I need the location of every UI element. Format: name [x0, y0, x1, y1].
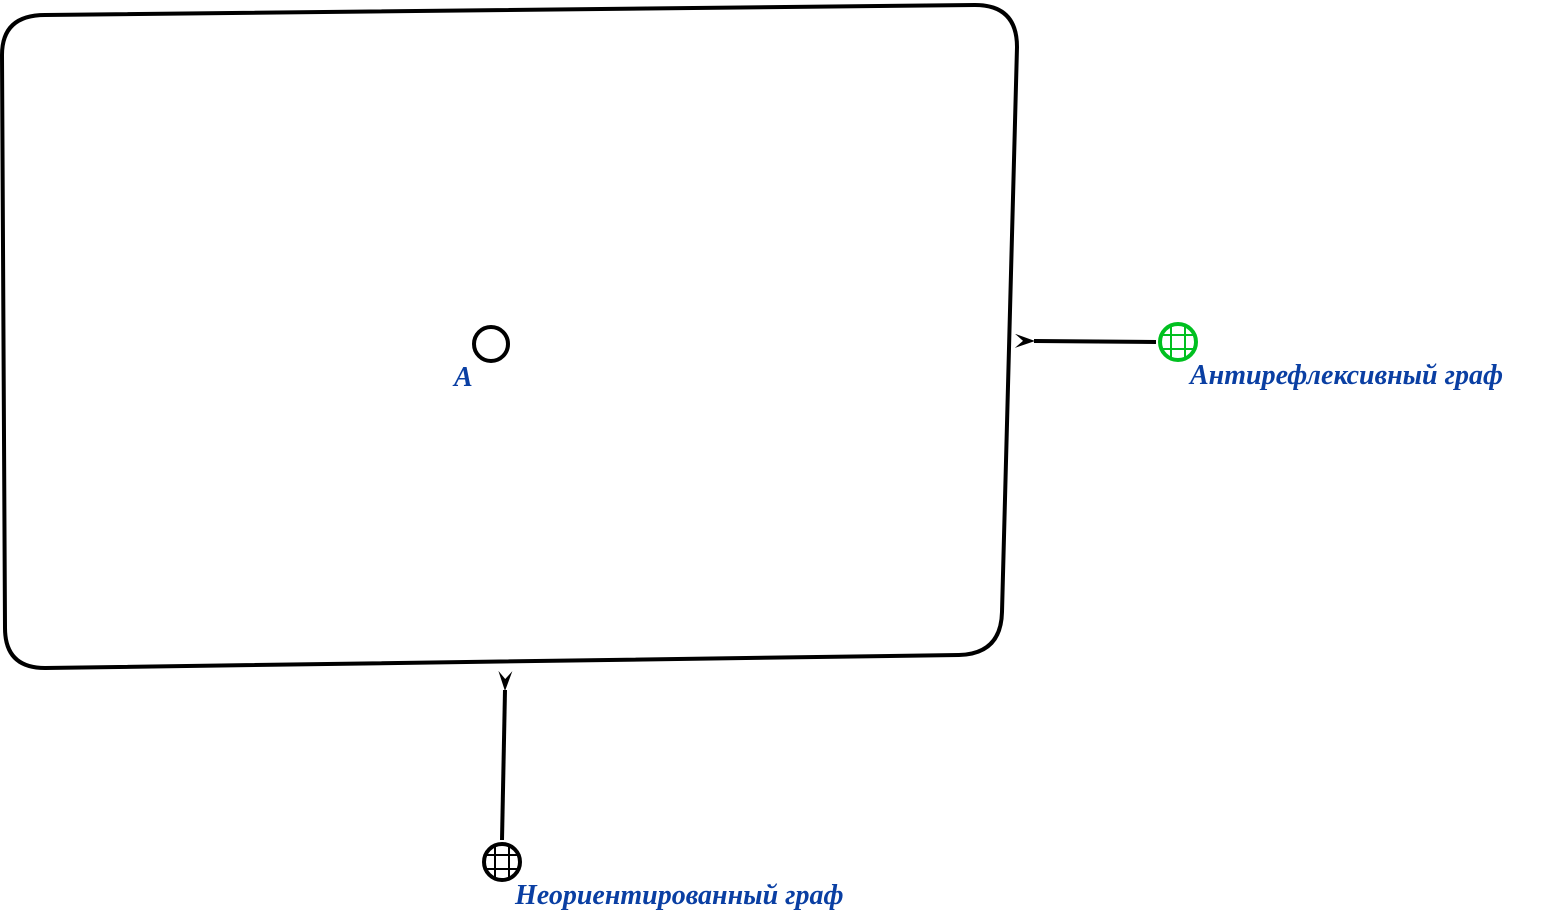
arrow-antireflexive-to-frame [1014, 333, 1157, 348]
node-undirected-label: Неориентированный граф [514, 880, 844, 911]
graph-frame [0, 2, 1020, 671]
grid-circle-icon [1158, 322, 1198, 362]
grid-circle-icon [482, 842, 522, 882]
node-antireflexive-label: Антирефлексивный граф [1188, 360, 1503, 391]
arrow-undirected-to-frame [498, 670, 513, 841]
hollow-circle-icon [472, 325, 510, 363]
node-antireflexive-graph[interactable]: Антирефлексивный граф [1158, 322, 1503, 391]
node-a-label: A [452, 362, 473, 393]
node-a[interactable]: A [452, 325, 510, 393]
node-undirected-graph[interactable]: Неориентированный граф [482, 842, 844, 911]
